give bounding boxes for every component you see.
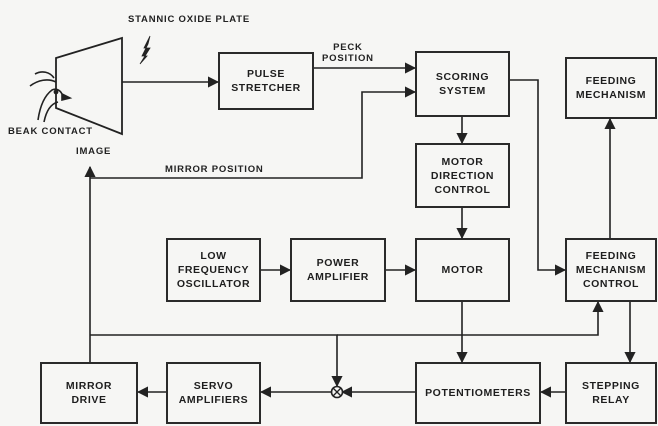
servo-amplifiers-block: SERVO AMPLIFIERS: [166, 362, 261, 424]
summing-junction-icon: [332, 387, 343, 398]
stannic-oxide-plate-label: STANNIC OXIDE PLATE: [128, 14, 250, 25]
feeding-mechanism-block: FEEDING MECHANISM: [565, 57, 657, 119]
scoring-system-block: SCORING SYSTEM: [415, 51, 510, 117]
mirror-drive-block: MIRROR DRIVE: [40, 362, 138, 424]
potentiometers-block: POTENTIOMETERS: [415, 362, 541, 424]
wire-loop-to-fmc: [337, 302, 598, 335]
beak-contact-label: BEAK CONTACT: [8, 126, 93, 137]
motor-block: MOTOR: [415, 238, 510, 302]
wire-scoring-to-fmc: [510, 80, 565, 270]
feeding-mechanism-control-block: FEEDING MECHANISM CONTROL: [565, 238, 657, 302]
stepping-relay-block: STEPPING RELAY: [565, 362, 657, 424]
motor-direction-control-block: MOTOR DIRECTION CONTROL: [415, 143, 510, 208]
pulse-stretcher-block: PULSE STRETCHER: [218, 52, 314, 110]
low-frequency-oscillator-block: LOW FREQUENCY OSCILLATOR: [166, 238, 261, 302]
mirror-position-label: MIRROR POSITION: [165, 164, 264, 175]
stannic-oxide-plate-icon: [56, 38, 122, 134]
plate-pointer-icon: [140, 36, 150, 64]
peck-position-label: PECK POSITION: [322, 42, 374, 64]
image-label: IMAGE: [76, 146, 111, 157]
power-amplifier-block: POWER AMPLIFIER: [290, 238, 386, 302]
